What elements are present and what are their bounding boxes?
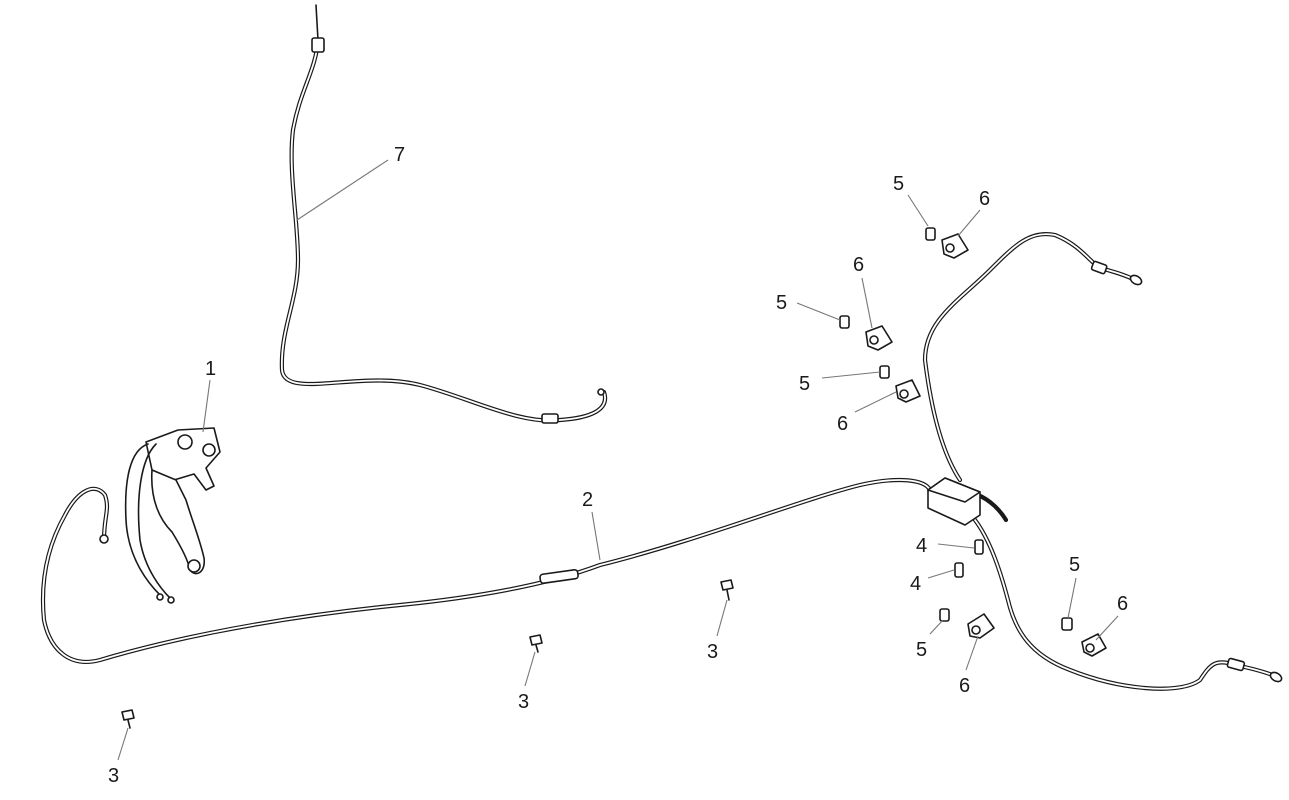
- callout-5: 5: [1069, 554, 1080, 576]
- callout-5: 5: [776, 292, 787, 314]
- callout-3: 3: [707, 641, 718, 663]
- bolt-part-3: [121, 579, 734, 729]
- brake-lever-part-1: [124, 427, 221, 604]
- nut-part-5: [839, 227, 1073, 631]
- callout-5: 5: [916, 639, 927, 661]
- callout-6: 6: [979, 188, 990, 210]
- callout-1: 1: [205, 358, 216, 380]
- callout-7: 7: [394, 144, 405, 166]
- cable-splitter-box: [922, 231, 1283, 691]
- cable-part-7: [279, 4, 608, 424]
- callout-3: 3: [108, 765, 119, 787]
- callout-4: 4: [916, 535, 927, 557]
- callout-3: 3: [518, 691, 529, 713]
- callout-2: 2: [582, 489, 593, 511]
- callout-4: 4: [910, 573, 921, 595]
- callout-6: 6: [853, 254, 864, 276]
- callout-5: 5: [893, 173, 904, 195]
- screw-part-4: [954, 539, 984, 578]
- callout-5: 5: [799, 373, 810, 395]
- cable-clamp-part-6: [865, 233, 1107, 657]
- brake-cable-part-2: [40, 477, 933, 664]
- callout-6: 6: [959, 675, 970, 697]
- callout-labels: 1 2 3 3 3 4 4 5 5 5 5 5 6 6 6 6 6 7: [108, 144, 1128, 787]
- callout-6: 6: [1117, 593, 1128, 615]
- leader-lines: [117, 159, 1119, 761]
- callout-6: 6: [837, 413, 848, 435]
